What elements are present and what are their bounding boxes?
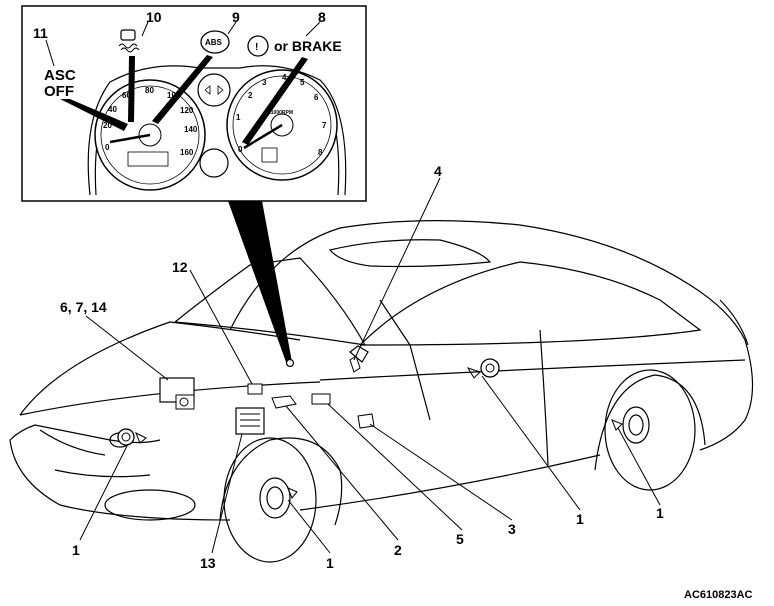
callout-1-front-left: 1 xyxy=(72,542,80,558)
turn-signal-indicator xyxy=(197,73,231,178)
abs-warning-symbol: ABS xyxy=(200,30,230,54)
tacho-tick-6: 6 xyxy=(314,93,319,102)
brake-exclamation: ! xyxy=(255,42,258,53)
asc-off-line2: OFF xyxy=(44,83,74,100)
callout-8: 8 xyxy=(318,9,326,25)
figure-code: AC610823AC xyxy=(684,589,753,601)
callout-5: 5 xyxy=(456,531,464,547)
speedo-tick-0: 0 xyxy=(105,143,110,152)
slip-indicator-icon xyxy=(118,29,140,53)
speedometer-gauge: 0 20 40 60 80 100 120 140 160 xyxy=(94,79,206,191)
callout-9: 9 xyxy=(232,9,240,25)
callout-1-rear-left: 1 xyxy=(656,505,664,521)
speedo-tick-20: 20 xyxy=(103,121,112,130)
components xyxy=(117,355,623,499)
abs-symbol-text: ABS xyxy=(205,38,223,47)
leader-lines xyxy=(45,21,661,554)
callout-13: 13 xyxy=(200,555,216,571)
brake-symbol-text: or BRAKE xyxy=(274,38,342,54)
callout-1-rear-right: 1 xyxy=(576,511,584,527)
callout-1-front-right: 1 xyxy=(326,555,334,571)
speedo-tick-140: 140 xyxy=(184,125,198,134)
tachometer-gauge: 0 1 2 3 4 5 6 7 8 x1000RPM xyxy=(226,69,338,181)
callout-11: 11 xyxy=(33,25,48,41)
callout-labels: 11 10 9 8 4 12 6, 7, 14 1 13 1 2 5 3 1 1 xyxy=(33,9,664,571)
tacho-tick-5: 5 xyxy=(300,78,305,87)
tacho-tick-2: 2 xyxy=(248,91,253,100)
callout-4: 4 xyxy=(434,163,442,179)
tacho-tick-4: 4 xyxy=(282,73,287,82)
callout-3: 3 xyxy=(508,521,516,537)
tacho-tick-0: 0 xyxy=(238,145,243,154)
tacho-tick-3: 3 xyxy=(262,78,267,87)
speedo-tick-80: 80 xyxy=(145,86,154,95)
tacho-tick-7: 7 xyxy=(322,121,327,130)
brake-warning-symbol: ! or BRAKE xyxy=(247,35,342,57)
callout-6-7-14: 6, 7, 14 xyxy=(60,299,107,315)
tacho-tick-8: 8 xyxy=(318,148,323,157)
callout-2: 2 xyxy=(394,542,402,558)
inset-pointer xyxy=(228,201,292,362)
speedo-tick-40: 40 xyxy=(108,105,117,114)
instrument-cluster-inset: 0 20 40 60 80 100 120 140 160 0 1 2 3 xyxy=(21,5,367,202)
callout-12: 12 xyxy=(172,259,188,275)
speedo-tick-120: 120 xyxy=(180,106,194,115)
callout-10: 10 xyxy=(146,9,162,25)
car-body xyxy=(9,220,754,563)
speedo-tick-160: 160 xyxy=(180,148,194,157)
tacho-unit-label: x1000RPM xyxy=(268,110,293,116)
asc-off-line1: ASC xyxy=(44,67,76,84)
tacho-tick-1: 1 xyxy=(236,113,241,122)
speedo-tick-60: 60 xyxy=(122,91,131,100)
